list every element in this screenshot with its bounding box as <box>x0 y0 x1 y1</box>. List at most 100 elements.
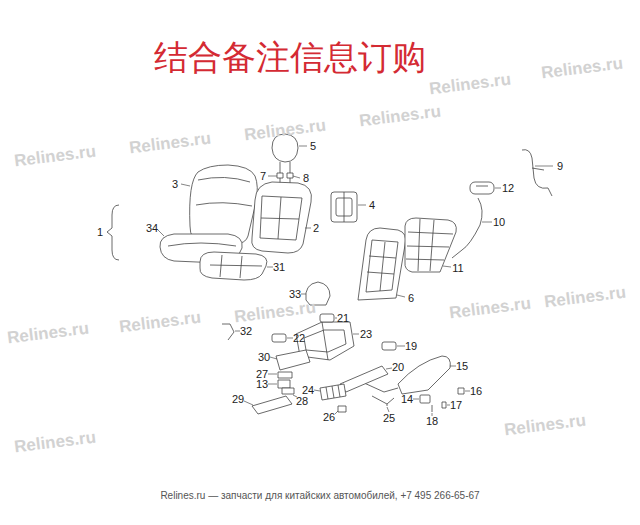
switch-module-part <box>476 186 488 187</box>
small-parts-part <box>442 402 446 408</box>
callout-number: 25 <box>383 413 395 424</box>
seat-cushion-part <box>220 255 222 277</box>
watermark: Relines.ru <box>13 143 97 170</box>
cushion-cover-part <box>168 243 236 246</box>
switch-module <box>470 182 494 194</box>
watermark: Relines.ru <box>543 284 627 311</box>
heater-mat-part <box>332 386 334 398</box>
leader-lines-part <box>443 266 451 267</box>
backrest-part <box>252 182 312 253</box>
back-frame-part <box>369 256 396 258</box>
callout-number: 15 <box>456 361 468 372</box>
leader-lines-part <box>267 267 273 268</box>
leader-lines-part <box>447 405 450 406</box>
trim-covers-part <box>252 396 292 414</box>
callout-number: 3 <box>172 179 178 190</box>
back-cover-part <box>196 203 252 206</box>
leader-lines-part <box>413 399 419 400</box>
callout-number: 14 <box>401 394 413 405</box>
callout-number: 4 <box>369 200 375 211</box>
leader-lines-part <box>314 390 320 391</box>
headrest-part <box>290 162 291 183</box>
small-parts-part <box>272 334 286 342</box>
leader-lines-part <box>465 391 470 392</box>
heater-mat-part <box>338 385 340 397</box>
callout-number: 27 <box>256 369 268 380</box>
leader-lines-part <box>181 184 190 186</box>
leader-lines-part <box>387 407 389 412</box>
headrest-part <box>287 173 293 178</box>
back-cover-part <box>198 177 250 182</box>
leader-lines-part <box>358 205 366 206</box>
back-cover-part <box>190 165 258 244</box>
callout-number: 20 <box>392 362 404 373</box>
leader-lines-part <box>270 357 277 359</box>
seat-assembly-bracket <box>107 205 119 260</box>
leader-lines-part <box>158 230 164 236</box>
small-parts <box>272 314 464 412</box>
back-frame-part <box>358 228 406 300</box>
headrest-part <box>280 162 281 183</box>
watermark: Relines.ru <box>540 55 624 82</box>
leader-lines-part <box>287 338 293 339</box>
wire-harness <box>222 150 552 406</box>
back-panel-part <box>407 246 449 247</box>
callout-number: 13 <box>256 379 268 390</box>
lumbar-frame <box>331 192 357 222</box>
leader-lines-part <box>535 166 553 167</box>
callout-number: 6 <box>408 293 414 304</box>
backrest-part <box>261 218 299 219</box>
small-parts-part <box>320 314 334 322</box>
callout-number: 11 <box>452 263 463 274</box>
callout-number: 32 <box>240 326 252 337</box>
callout-number: 12 <box>502 183 514 194</box>
small-parts-part <box>278 380 290 388</box>
trim-covers-part <box>340 366 388 392</box>
wire-harness-part <box>222 324 234 340</box>
back-panel-part <box>406 259 444 260</box>
callout-number: 18 <box>426 416 438 427</box>
watermark: Relines.ru <box>358 103 442 130</box>
wire-harness-part <box>362 382 398 406</box>
leader-lines-part <box>268 176 277 177</box>
back-panel-part <box>430 220 434 271</box>
trim-covers-part <box>398 356 450 394</box>
callout-number: 16 <box>470 386 482 397</box>
callout-number: 5 <box>310 141 316 152</box>
callout-number: 28 <box>296 396 308 407</box>
callout-number: 34 <box>146 223 158 234</box>
back-frame-part <box>380 242 385 291</box>
seat-cushion-part <box>240 256 242 278</box>
leader-lines-part <box>293 176 300 178</box>
headrest-part <box>277 173 283 178</box>
heater-mat-part <box>320 384 346 400</box>
small-parts-part <box>458 388 464 394</box>
back-frame-part <box>367 272 394 274</box>
back-frame-part <box>366 240 398 292</box>
backrest-part <box>278 197 281 239</box>
headrest <box>272 134 298 183</box>
back-panel-part <box>405 218 456 272</box>
back-panel-part <box>408 232 453 234</box>
watermark: Relines.ru <box>448 295 532 322</box>
watermark: Relines.ru <box>503 412 587 439</box>
leader-lines-part <box>268 384 277 385</box>
callout-number: 23 <box>360 329 372 340</box>
back-frame <box>358 228 406 300</box>
callout-number: 19 <box>405 341 417 352</box>
leader-lines-part <box>301 294 306 295</box>
heater-mat <box>320 384 346 400</box>
watermark: Relines.ru <box>243 117 327 144</box>
trim-covers-part <box>276 350 310 370</box>
callout-number: 2 <box>313 223 319 234</box>
lumbar-frame-part <box>344 192 345 222</box>
callout-number: 30 <box>258 352 270 363</box>
leader-lines-part <box>386 368 392 369</box>
small-parts-part <box>338 406 346 412</box>
footer-text: Relines.ru — запчасти для китайских авто… <box>160 491 479 501</box>
leader-lines-part <box>299 146 307 147</box>
leader-lines-part <box>397 346 405 347</box>
trim-covers <box>252 350 450 414</box>
backrest <box>252 182 312 253</box>
